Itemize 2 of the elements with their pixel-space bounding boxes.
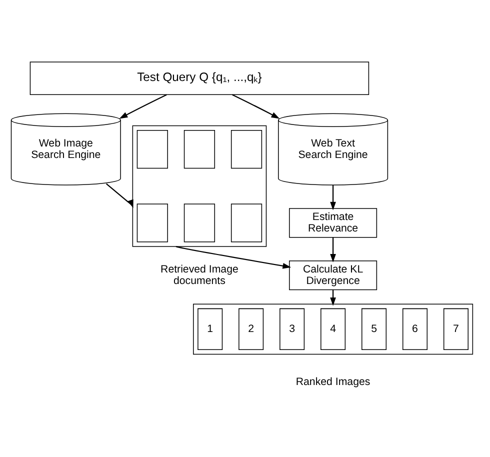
node-label: Retrieved Image documents [160,262,238,286]
node-label: Ranked Images [296,376,370,388]
